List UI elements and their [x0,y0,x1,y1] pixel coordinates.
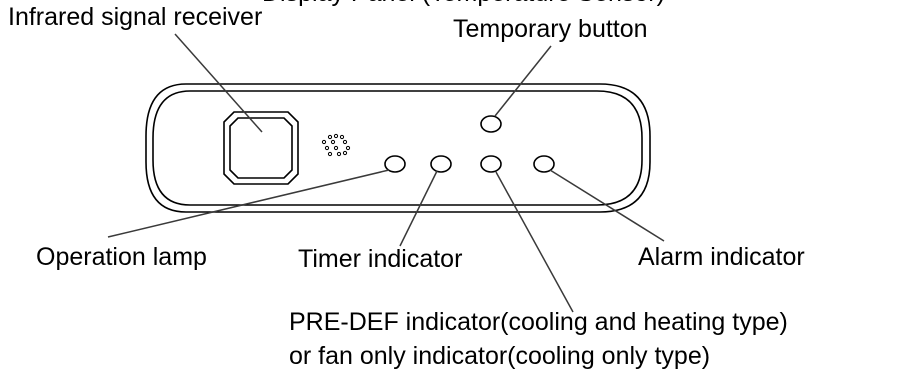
temporary-button-label: Temporary button [453,15,648,43]
temporary-button-icon [480,115,502,133]
operation-lamp-icon [384,155,406,173]
leader-alarm [549,169,665,242]
timer-indicator-icon [430,155,452,173]
leader-infrared [174,33,263,133]
timer-indicator-label: Timer indicator [298,245,463,273]
alarm-indicator-label: Alarm indicator [638,243,805,271]
predef-indicator-label-line1: PRE-DEF indicator(cooling and heating ty… [289,308,788,336]
leader-operation [107,169,390,238]
infrared-receiver-label: Infrared signal receiver [8,3,263,31]
alarm-indicator-icon [533,155,555,173]
predef-indicator-label-line2: or fan only indicator(cooling only type) [289,342,711,370]
sensor-dots [321,133,351,157]
predef-indicator-icon [480,155,502,173]
panel-outline [145,83,651,213]
leader-timer [399,170,438,247]
infrared-receiver-window [223,111,299,185]
operation-lamp-label: Operation lamp [36,243,207,271]
leader-temporary [494,45,552,117]
leader-predef [495,171,574,313]
top-cut-text: Display Panel (Temperature Sensor) [262,0,665,8]
